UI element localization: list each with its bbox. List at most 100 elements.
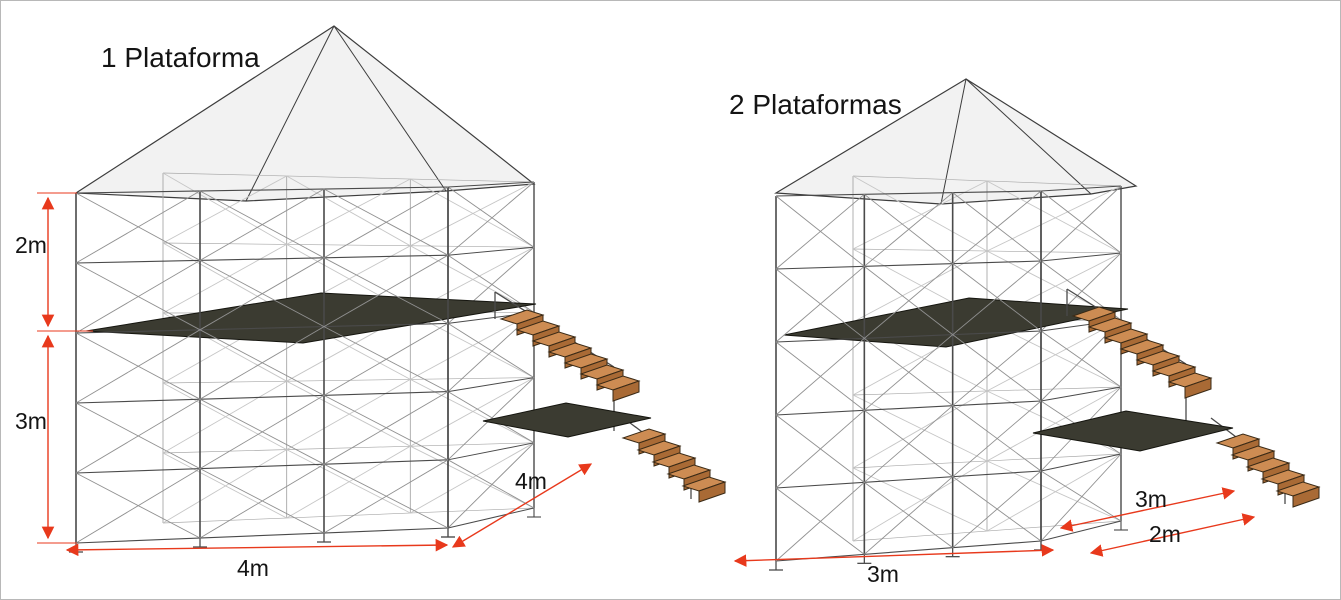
dimension-line-depth bbox=[451, 463, 593, 548]
scaffold-tube bbox=[75, 254, 449, 264]
dimension-line-width bbox=[65, 538, 449, 557]
scaffold-tube bbox=[410, 181, 535, 247]
stair-landing-platform bbox=[482, 402, 652, 438]
scaffold-tube bbox=[775, 260, 1042, 270]
dimension-label-depth: 4m bbox=[515, 468, 547, 494]
scaffold-tube bbox=[286, 379, 411, 450]
stair-lower-flight bbox=[1216, 433, 1320, 508]
scaffold-tube bbox=[775, 481, 865, 562]
scaffold-tube bbox=[864, 192, 953, 267]
scaffold-tube bbox=[75, 527, 449, 544]
tent-roof bbox=[774, 78, 1138, 205]
upper-platform bbox=[783, 297, 1129, 348]
scaffold-tube bbox=[199, 326, 325, 400]
scaffold-tube bbox=[75, 329, 201, 404]
dimension-label-width: 4m bbox=[237, 555, 269, 581]
scaffold-tube bbox=[323, 459, 449, 534]
dimension-line-stair-depth bbox=[1089, 513, 1256, 557]
dimension-label-stair-depth: 2m bbox=[1149, 521, 1181, 547]
scaffold-tube bbox=[75, 391, 449, 404]
front-frame-lattice bbox=[69, 186, 455, 553]
scaffold-tube bbox=[75, 459, 449, 474]
dimension-label-upper-height: 2m bbox=[15, 232, 47, 258]
scaffold-tube bbox=[852, 175, 988, 252]
scaffold-tube bbox=[952, 190, 1042, 265]
right-scaffold-diagram: 3m 3m 2m 2 Plataformas bbox=[729, 78, 1320, 587]
scaffold-tube bbox=[775, 409, 865, 489]
scaffold-tube bbox=[162, 442, 535, 454]
scaffold-tube bbox=[1040, 190, 1122, 254]
scaffold-tube bbox=[986, 185, 1122, 252]
scaffold-tube bbox=[75, 322, 449, 334]
scaffold-tube bbox=[447, 323, 535, 378]
scaffold-tube bbox=[447, 442, 535, 461]
scaffold-tube bbox=[1040, 453, 1122, 542]
scaffold-tube bbox=[286, 175, 411, 247]
scaffold-tube bbox=[75, 186, 449, 194]
scaffold-tube bbox=[775, 190, 1042, 197]
scaffold-tube bbox=[75, 398, 201, 474]
scaffold-tube bbox=[162, 242, 535, 248]
scaffold-tube bbox=[1040, 453, 1122, 472]
scaffold-tube bbox=[286, 445, 411, 519]
tent-roof bbox=[74, 25, 536, 202]
scaffold-tube bbox=[323, 391, 449, 465]
scaffold-tube bbox=[864, 476, 953, 555]
scaffold-tube bbox=[952, 470, 1042, 549]
scaffold-tube bbox=[775, 193, 865, 270]
dimension-line-width bbox=[733, 544, 1055, 567]
scaffold-tube bbox=[286, 380, 411, 447]
scaffold-tube bbox=[286, 178, 411, 245]
scaffold-tube bbox=[1040, 386, 1122, 402]
scaffold-tube bbox=[410, 245, 535, 313]
right-dimensions: 3m 3m 2m bbox=[733, 486, 1256, 587]
scaffold-tube bbox=[952, 330, 1042, 407]
left-diagram-title: 1 Plataforma bbox=[101, 42, 260, 73]
right-diagram-title: 2 Plataformas bbox=[729, 89, 902, 120]
left-scaffold-diagram: 2m 3m 4m 4m 1 Plataforma bbox=[15, 25, 726, 581]
scaffold-tube bbox=[410, 378, 535, 444]
scaffold-tube bbox=[162, 449, 287, 524]
scaffold-tube bbox=[447, 391, 535, 444]
scaffold-tube bbox=[447, 186, 535, 248]
scaffold-tube bbox=[323, 186, 449, 259]
dimension-label-depth: 3m bbox=[1135, 486, 1167, 512]
dimension-label-lower-height: 3m bbox=[15, 408, 47, 434]
scaffold-tube bbox=[323, 254, 449, 327]
scaffold-tube bbox=[775, 337, 865, 416]
scaffold-tube bbox=[162, 172, 287, 245]
dimension-label-width: 3m bbox=[867, 561, 899, 587]
scaffold-tube bbox=[199, 188, 325, 261]
scaffold-tube bbox=[410, 377, 535, 447]
scaffold-tube bbox=[1040, 185, 1122, 262]
tent-roof-fold-lines bbox=[245, 25, 447, 202]
scaffold-tube bbox=[162, 175, 287, 244]
scaffold-tube bbox=[952, 400, 1042, 478]
tent-roof-fold-lines bbox=[940, 78, 1092, 205]
scaffold-tube bbox=[852, 460, 988, 542]
scaffold-tube bbox=[986, 319, 1122, 392]
scaffold-tube bbox=[199, 395, 325, 469]
stair-upper-flight bbox=[500, 309, 640, 402]
lower-platform bbox=[1032, 410, 1234, 452]
scaffold-tube bbox=[852, 394, 988, 462]
left-dimensions: 2m 3m 4m 4m bbox=[15, 192, 593, 581]
scaffold-tube bbox=[286, 449, 411, 514]
scaffold-tube bbox=[447, 181, 535, 188]
stair-lower-flight bbox=[622, 428, 726, 503]
scaffold-tube bbox=[410, 312, 535, 380]
scaffold-tube bbox=[986, 460, 1122, 522]
scaffold-tube bbox=[1040, 185, 1122, 192]
scaffold-tube bbox=[162, 172, 535, 183]
scaffold-tube bbox=[852, 467, 988, 532]
scaffold-tube bbox=[75, 190, 201, 264]
scaffold-tube bbox=[162, 452, 287, 519]
scaffold-tube bbox=[1040, 330, 1122, 388]
scaffold-tube bbox=[447, 181, 535, 256]
scaffold-tube bbox=[75, 468, 201, 544]
scaffold-tube bbox=[447, 246, 535, 256]
scaffold-tube bbox=[986, 180, 1122, 254]
stair-upper-flight bbox=[1072, 306, 1212, 399]
